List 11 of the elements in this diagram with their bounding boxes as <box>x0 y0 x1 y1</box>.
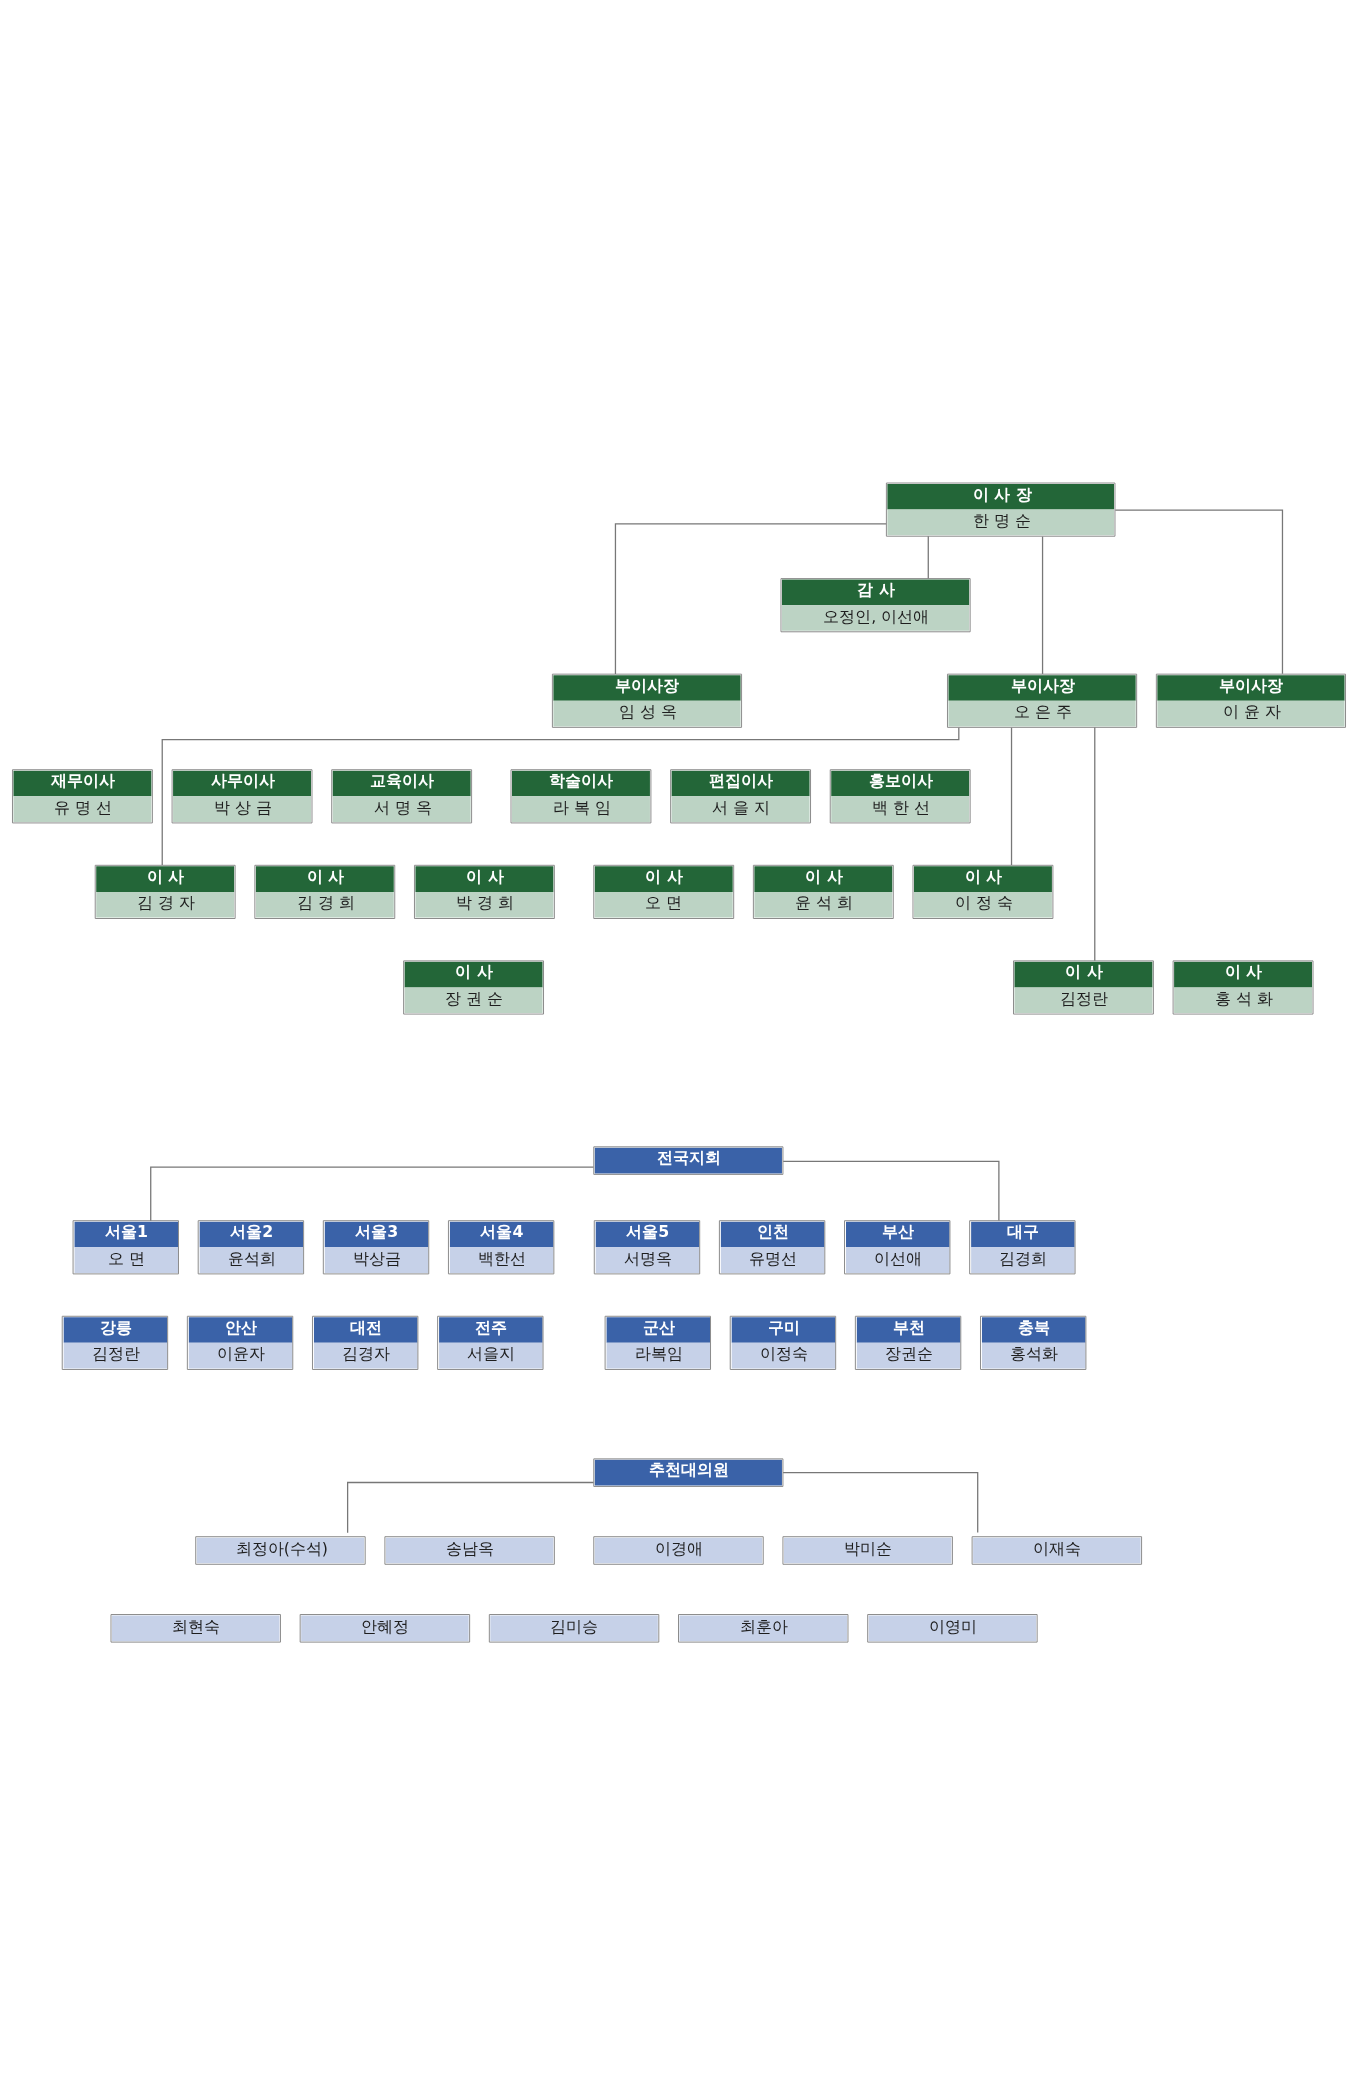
connector <box>1010 727 1013 866</box>
connector <box>927 535 929 579</box>
connector <box>1114 509 1284 675</box>
connector <box>1041 535 1044 675</box>
connector <box>614 523 887 675</box>
connector <box>1094 726 1096 962</box>
connector <box>150 1166 595 1222</box>
connector <box>347 1481 595 1534</box>
connector <box>161 727 960 866</box>
connector <box>782 1160 1000 1222</box>
connector <box>782 1472 979 1534</box>
